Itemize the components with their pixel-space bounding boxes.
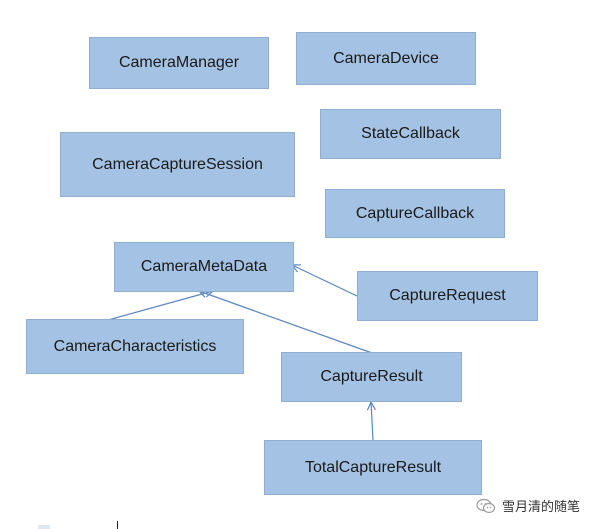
node-capture-request: CaptureRequest [357,271,538,321]
edge-totalcaptureresult-to-captureresult [371,402,373,441]
node-camera-meta-data: CameraMetaData [114,242,294,292]
node-label: StateCallback [361,125,460,142]
node-capture-callback: CaptureCallback [325,189,505,238]
node-camera-device: CameraDevice [296,32,476,85]
node-label: CameraMetaData [140,258,268,275]
node-camera-capture-session: CameraCaptureSession [60,132,295,197]
text-cursor [117,521,118,529]
node-label: CameraManager [118,54,240,71]
node-label: CaptureResult [320,368,423,385]
footer-decoration [38,525,50,529]
watermark: 雪月清的随笔 [476,496,580,515]
node-label: CaptureRequest [389,287,506,304]
wechat-icon [476,498,496,513]
node-label: CameraCaptureSession [92,155,263,173]
watermark-text: 雪月清的随笔 [501,500,580,515]
edge-cameracharacteristics-to-camerametadata [107,291,213,321]
node-capture-result: CaptureResult [281,352,462,402]
node-label: CaptureCallback [355,204,475,222]
node-label: CameraCharacteristics [53,337,217,355]
node-state-callback: StateCallback [320,109,501,159]
node-camera-characteristics: CameraCharacteristics [26,319,244,374]
node-camera-manager: CameraManager [89,37,269,89]
edge-capturerequest-to-camerametadata [292,265,358,297]
node-label: TotalCaptureResult [304,458,442,476]
node-total-capture-result: TotalCaptureResult [264,440,482,495]
node-label: CameraDevice [333,49,439,67]
